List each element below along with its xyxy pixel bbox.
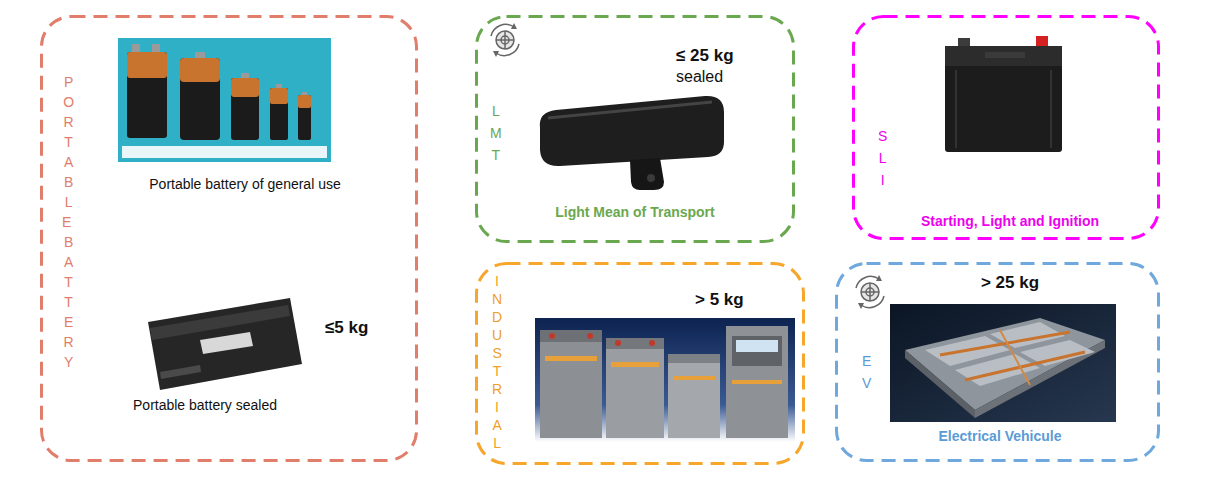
dashed-outline bbox=[40, 15, 418, 462]
vertical-group-label: INDUSTRIAL bbox=[492, 272, 502, 452]
sli-group: SLI Starting, Light and Ignition bbox=[852, 15, 1160, 240]
ev-battery-pack-picture bbox=[890, 304, 1116, 422]
vertical-group-label: EV bbox=[862, 350, 871, 394]
weight-label: > 5 kg bbox=[695, 290, 744, 310]
wheel-icon bbox=[856, 275, 884, 309]
weight-label: ≤5 kg bbox=[325, 318, 368, 338]
ebike-battery-picture bbox=[540, 96, 724, 190]
group-title: Electrical Vehicule bbox=[939, 428, 1062, 444]
cell-batteries-picture bbox=[118, 38, 331, 162]
dashed-outline bbox=[475, 262, 805, 465]
vertical-group-label: LMT bbox=[490, 100, 502, 166]
portable-battery-group: PORTABLE BATTERY Portable battery of gene… bbox=[40, 15, 418, 462]
battery-caption: Portable battery sealed bbox=[133, 397, 277, 413]
group-title: Light Mean of Transport bbox=[555, 204, 714, 220]
industrial-group: INDUSTRIAL > 5 kg bbox=[475, 262, 805, 465]
weight-label: > 25 kg bbox=[981, 273, 1039, 293]
weight-label: ≤ 25 kg bbox=[676, 46, 734, 66]
vertical-group-label: PORTABLE BATTERY bbox=[62, 72, 75, 372]
dashed-outline bbox=[852, 15, 1160, 240]
car-battery-picture bbox=[945, 36, 1062, 152]
industrial-batteries-picture bbox=[535, 318, 795, 442]
lmt-group: LMT ≤ 25 kg sealedLight Mean of Transport bbox=[475, 15, 795, 243]
wheel-icon bbox=[491, 23, 519, 57]
sealed-note: sealed bbox=[676, 68, 723, 86]
group-title: Starting, Light and Ignition bbox=[921, 213, 1099, 229]
vertical-group-label: SLI bbox=[878, 125, 887, 191]
battery-caption: Portable battery of general use bbox=[149, 176, 340, 192]
ev-group: > 25 kg EV Electrical Vehicule bbox=[835, 262, 1160, 462]
laptop-battery-picture bbox=[148, 298, 302, 390]
